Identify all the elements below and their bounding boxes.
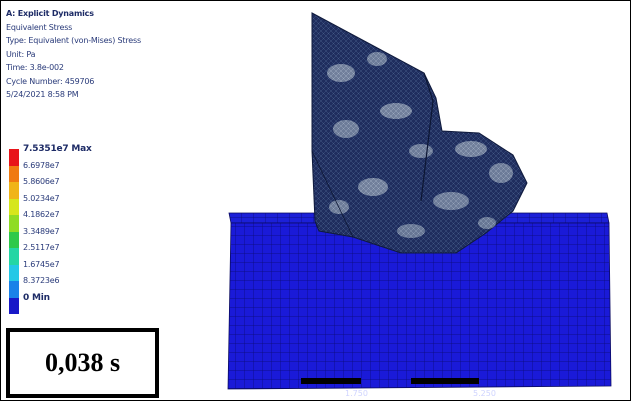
contour-legend[interactable]: 7.5351e7 Max 6.6978e7 5.8606e7 5.0234e7 … [7,144,127,321]
result-date: 5/24/2021 8:58 PM [6,90,79,99]
legend-level-label: 5.8606e7 [23,177,60,186]
legend-max-label: 7.5351e7 Max [23,144,92,154]
legend-swatch [9,215,19,232]
time-annotation-box: 0,038 s [6,328,159,398]
result-type: Type: Equivalent (von-Mises) Stress [6,36,141,45]
legend-min-label: 0 Min [23,292,50,303]
scale-bar-left [301,378,361,384]
scale-label-left: 1.750 [345,389,368,398]
result-info-panel: A: Explicit Dynamics Equivalent Stress T… [6,7,141,102]
legend-color-bar [9,149,19,314]
legend-swatch [9,264,19,281]
legend-level-label: 2.5117e7 [23,243,60,252]
legend-swatch [9,297,19,314]
legend-level-label: 3.3489e7 [23,226,60,236]
analysis-title: A: Explicit Dynamics [6,9,94,18]
legend-level-label: 5.0234e7 [23,193,60,203]
result-unit: Unit: Pa [6,49,36,59]
legend-swatch [9,231,19,248]
legend-swatch [9,248,19,265]
legend-swatch [9,281,19,298]
legend-swatch [9,198,19,215]
result-name: Equivalent Stress [6,22,73,32]
cycle-number: Cycle Number: 459706 [6,76,95,86]
scale-bar-right [411,378,479,384]
legend-swatch [9,149,19,166]
legend-swatch [9,165,19,182]
legend-level-label: 6.6978e7 [23,160,60,170]
deformed-part [311,12,528,254]
legend-level-label: 8.3723e6 [23,276,60,285]
scale-label-right: 5.250 [473,389,496,398]
legend-level-label: 4.1862e7 [23,210,60,219]
legend-level-label: 1.6745e7 [23,259,60,269]
result-time: Time: 3.8e-002 [6,63,64,72]
legend-swatch [9,182,19,199]
